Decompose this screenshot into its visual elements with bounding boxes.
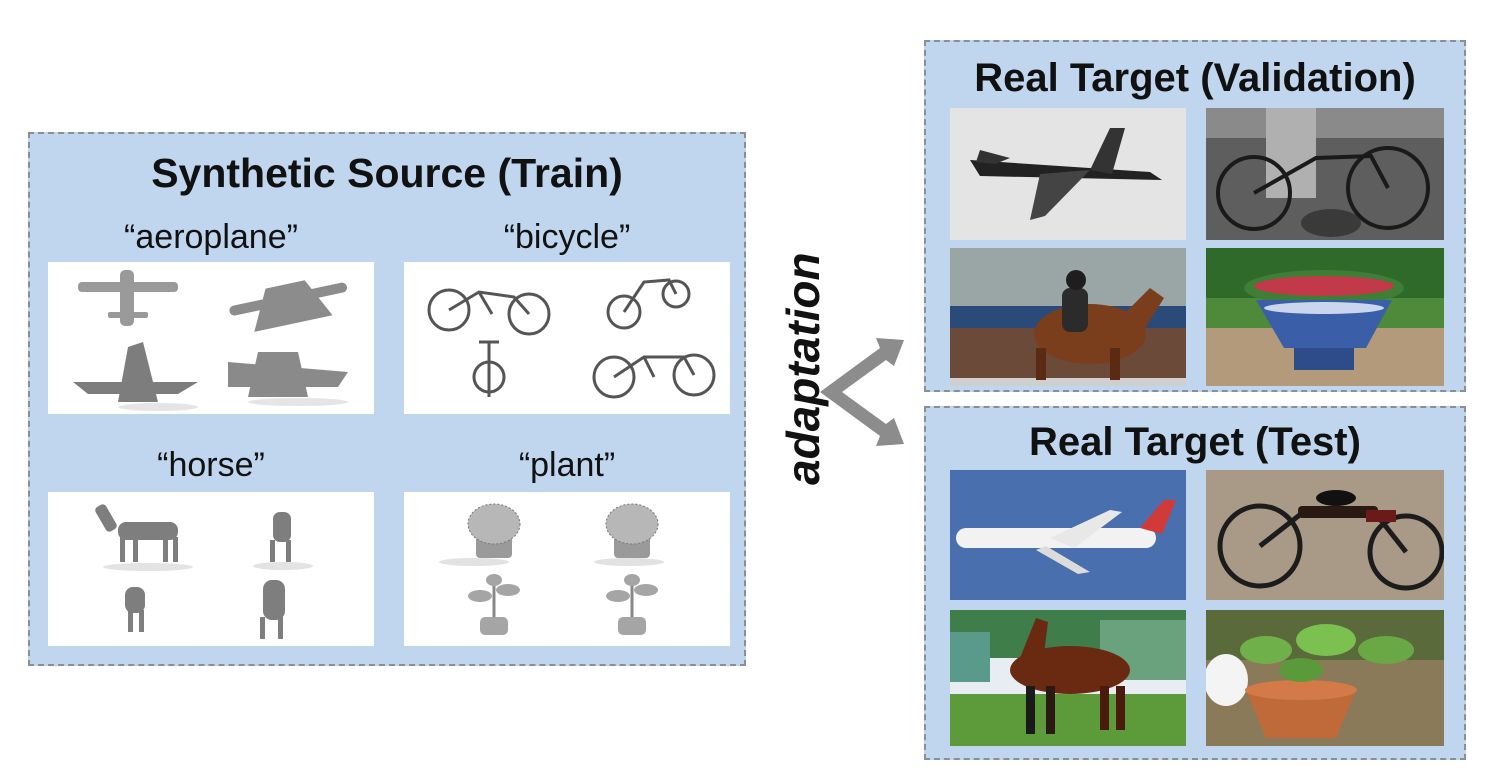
validation-horse-photo [950, 248, 1186, 386]
category-label-horse: “horse” [157, 446, 265, 484]
test-aeroplane-photo [950, 470, 1186, 600]
bicycle-3d-render-2 [606, 278, 691, 330]
validation-bicycle-photo [1206, 108, 1444, 240]
test-plant-photo [1206, 610, 1444, 746]
aeroplane-3d-render-4 [228, 352, 348, 397]
category-label-aeroplane: “aeroplane” [124, 218, 298, 256]
bicycle-3d-render-4 [592, 353, 716, 399]
test-title: Real Target (Test) [1029, 420, 1361, 464]
test-bicycle-photo [1206, 470, 1444, 600]
horse-3d-render-2 [270, 512, 291, 562]
plant-3d-render-3 [468, 574, 520, 635]
test-horse-photo [950, 610, 1186, 746]
aeroplane-3d-render-1 [78, 270, 178, 326]
validation-aeroplane-photo [950, 108, 1186, 240]
synthetic-source-title: Synthetic Source (Train) [151, 150, 623, 196]
category-label-bicycle: “bicycle” [503, 218, 631, 256]
aeroplane-3d-render-2 [229, 280, 348, 332]
plant-3d-render-2 [605, 503, 659, 558]
real-target-test-panel: Real Target (Test) [924, 406, 1466, 760]
horse-3d-render-4 [260, 580, 285, 639]
horse-3d-render-3 [125, 587, 145, 632]
aeroplane-3d-render-3 [73, 342, 198, 402]
validation-plant-photo [1206, 248, 1444, 386]
category-label-plant: “plant” [518, 446, 616, 484]
synthetic-horse-images [48, 492, 374, 646]
real-target-validation-panel: Real Target (Validation) [924, 40, 1466, 392]
synthetic-aeroplane-images [48, 262, 374, 414]
synthetic-plant-images [404, 492, 730, 646]
synthetic-bicycle-images [404, 262, 730, 414]
bicycle-3d-render-1 [427, 288, 551, 336]
plant-3d-render-4 [606, 574, 658, 635]
bicycle-3d-render-3 [472, 340, 506, 397]
synthetic-source-panel: Synthetic Source (Train) “aeroplane” [28, 132, 746, 666]
validation-title: Real Target (Validation) [974, 56, 1416, 100]
horse-3d-render-1 [95, 504, 178, 562]
plant-3d-render-1 [467, 503, 521, 558]
double-arrow-icon [820, 338, 904, 446]
